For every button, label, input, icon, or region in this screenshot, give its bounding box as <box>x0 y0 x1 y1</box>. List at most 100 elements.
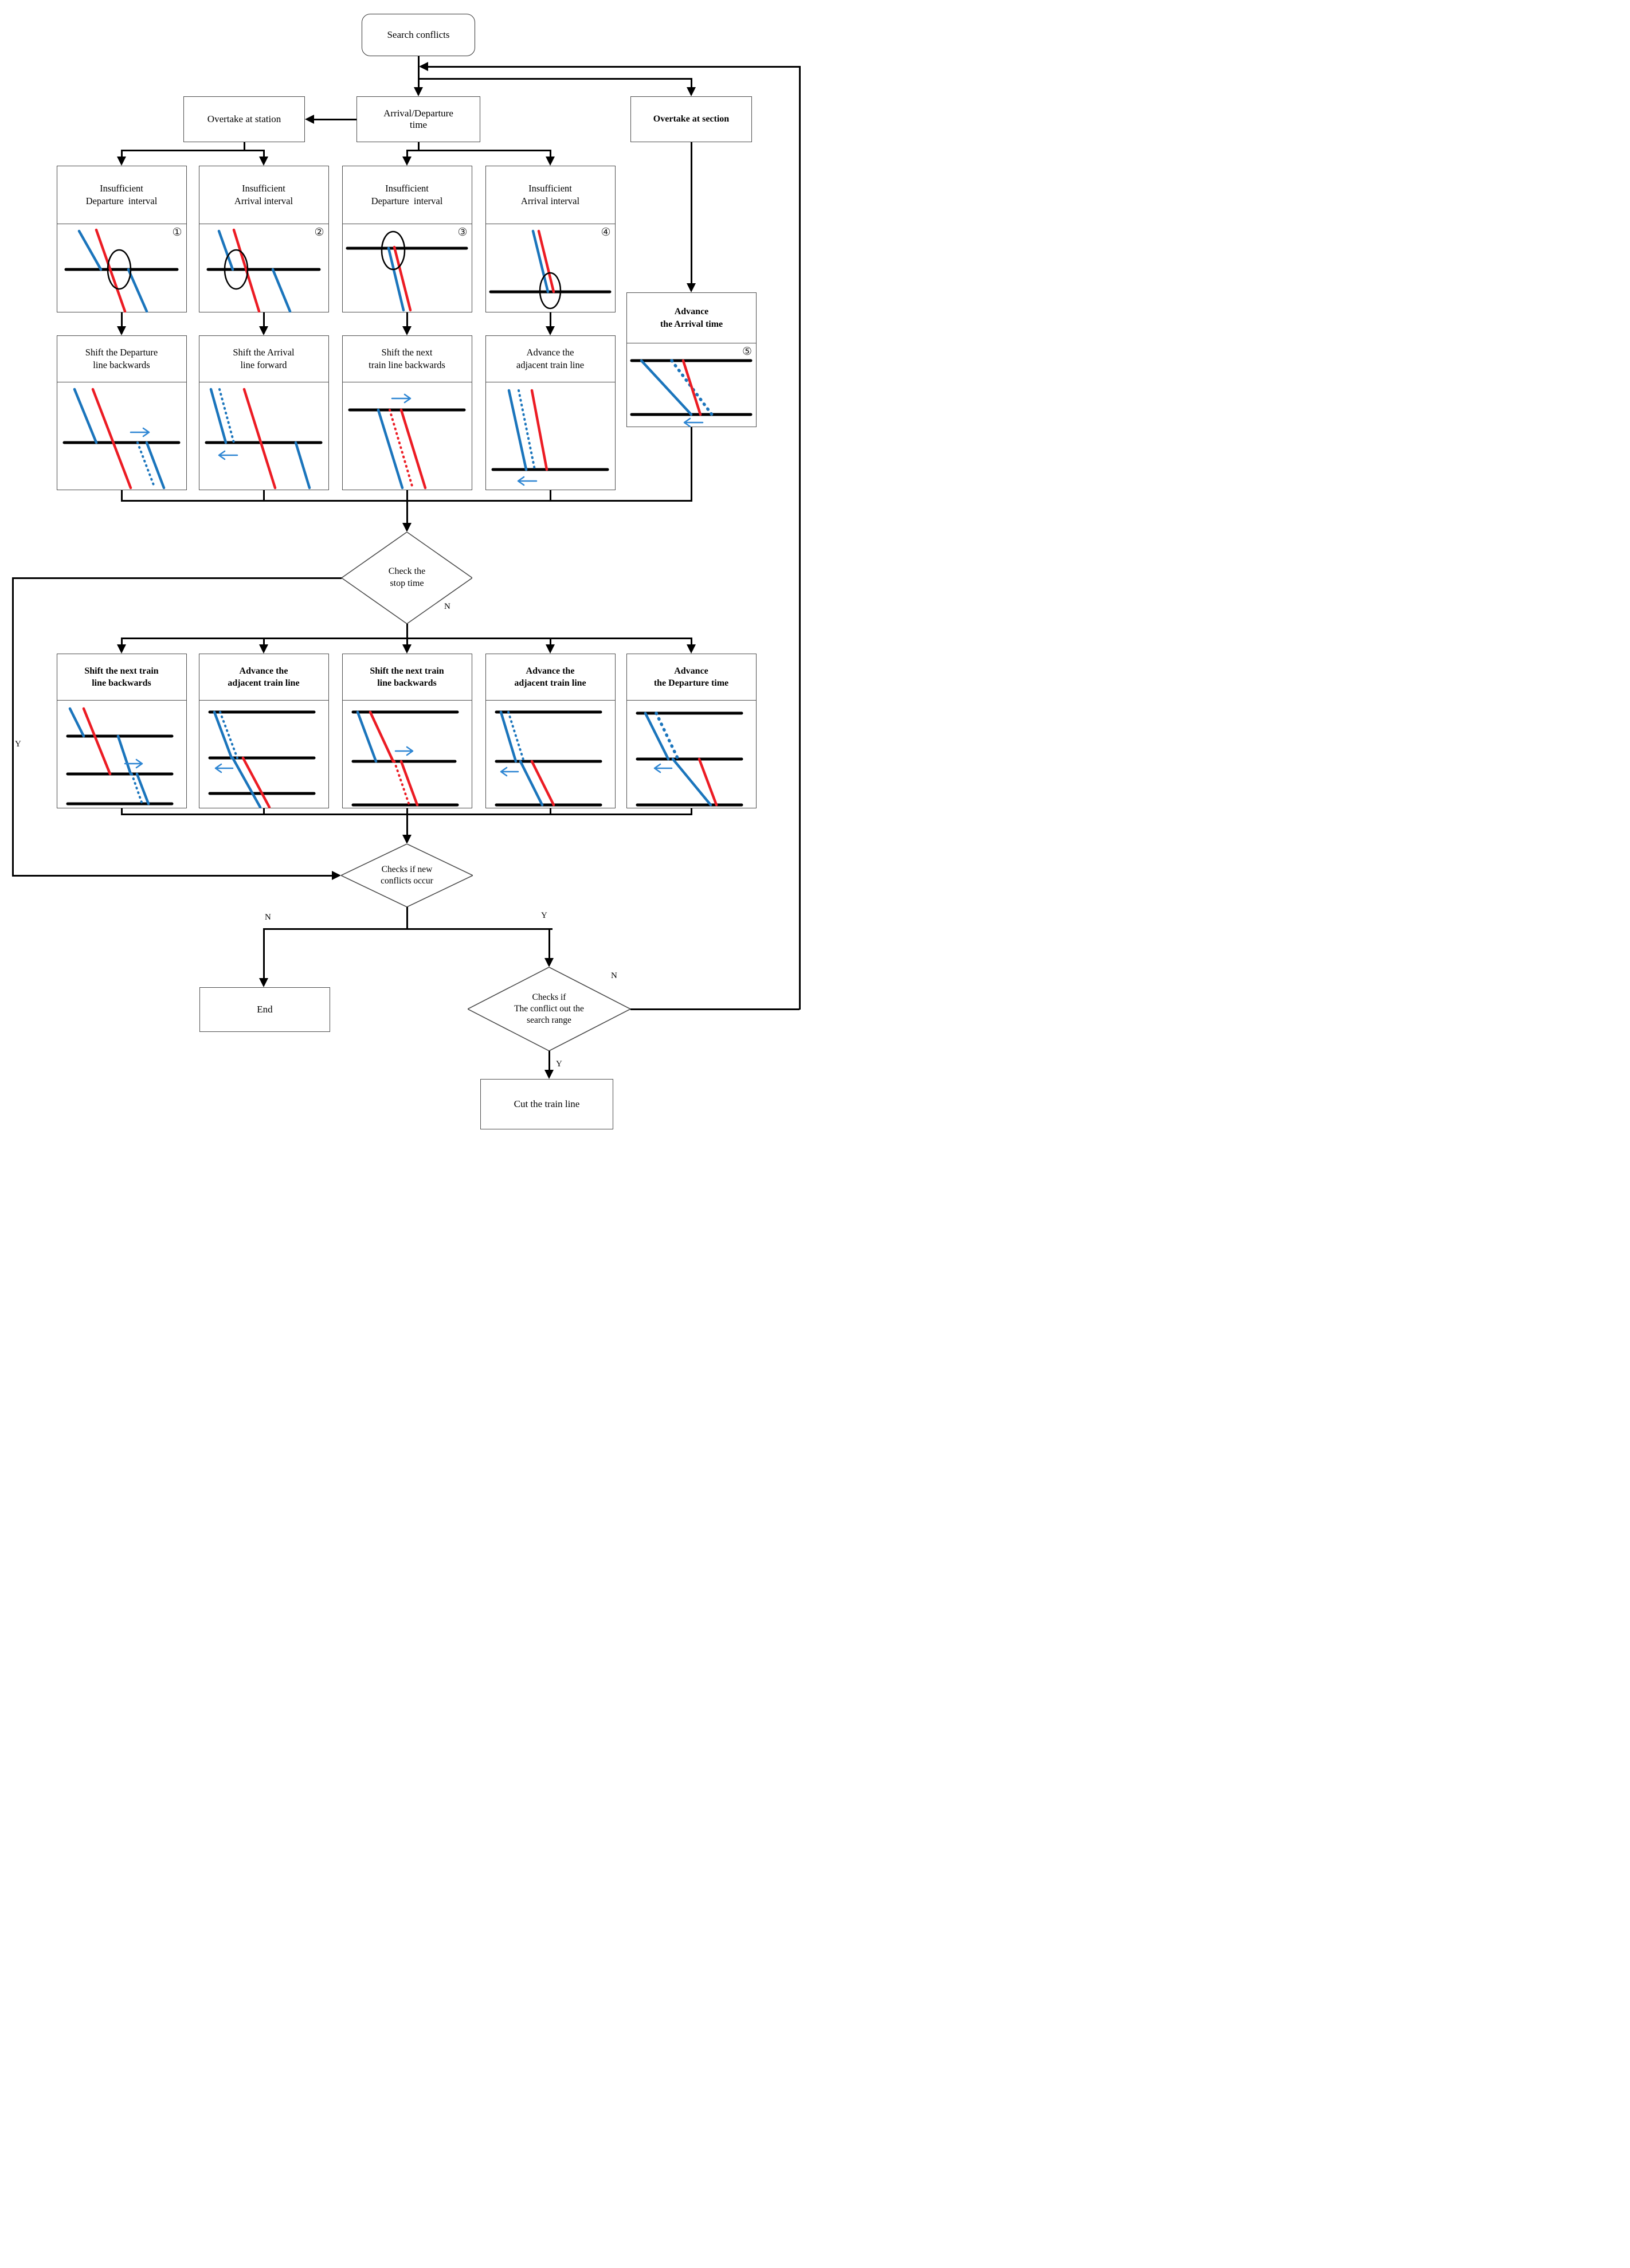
flow-arrowhead <box>259 644 268 654</box>
branch-label-y: Y <box>15 740 21 749</box>
branch-label-n: N <box>611 971 617 980</box>
branch-label-y: Y <box>556 1059 562 1069</box>
flowchart-canvas: Search conflicts Overtake at station Arr… <box>0 0 815 1134</box>
flow-line <box>798 65 801 1010</box>
train-diagram-svg <box>62 388 180 490</box>
train-diagram-svg <box>66 707 173 805</box>
train-diagram-11 <box>199 701 328 809</box>
flow-arrowhead <box>687 644 696 654</box>
flow-line <box>120 808 123 814</box>
flow-line <box>548 929 550 959</box>
node-label: Overtake at section <box>653 114 730 124</box>
flow-line <box>120 150 265 151</box>
flow-arrowhead <box>544 1070 554 1079</box>
flow-line <box>690 427 692 500</box>
decision-label: Checks if The conflict out the search ra… <box>514 992 584 1026</box>
flow-line <box>549 638 551 646</box>
flow-line <box>13 874 332 877</box>
train-diagram-10 <box>57 701 186 808</box>
node-label: Cut the train line <box>514 1098 580 1109</box>
flow-line <box>548 1051 550 1070</box>
flow-arrowhead <box>117 157 126 166</box>
node-overtake-at-section: Overtake at section <box>630 96 752 142</box>
flow-line <box>549 490 551 500</box>
circled-number: ④ <box>601 226 611 238</box>
decision-out-of-search-range: Checks if The conflict out the search ra… <box>468 967 630 1051</box>
decision-new-conflicts: Checks if new conflicts occur <box>341 844 473 907</box>
flow-arrowhead <box>402 157 412 166</box>
flow-line <box>630 1008 800 1010</box>
flow-line <box>120 490 123 500</box>
node-search-conflicts: Search conflicts <box>362 14 475 56</box>
train-diagram-4: ④ <box>486 224 615 312</box>
flow-arrowhead <box>546 644 555 654</box>
flow-line <box>549 808 551 814</box>
train-diagram-svg <box>489 229 611 310</box>
node-label: End <box>257 1004 273 1015</box>
flow-line <box>406 490 408 500</box>
decision-label: Check the stop time <box>388 566 426 588</box>
train-diagram-13 <box>486 701 615 808</box>
flow-arrowhead <box>117 326 126 335</box>
train-diagram-svg <box>205 388 322 490</box>
flow-arrowhead <box>402 835 412 844</box>
diamond-shape <box>342 532 472 624</box>
train-diagram-svg <box>64 228 178 313</box>
flow-line <box>406 150 551 151</box>
circled-number: ① <box>172 226 182 238</box>
train-diagram-3: ③ <box>343 224 472 312</box>
flow-line <box>13 577 342 579</box>
flow-line <box>406 808 408 814</box>
flow-arrowhead <box>332 871 341 880</box>
flow-line <box>262 150 265 158</box>
flow-arrowhead <box>259 326 268 335</box>
train-diagram-svg <box>348 393 465 490</box>
node-label: Overtake at station <box>207 114 281 124</box>
flow-line <box>243 142 245 151</box>
flow-line <box>417 56 420 88</box>
flow-line <box>314 118 356 120</box>
flow-line <box>120 150 123 158</box>
train-diagram-svg <box>495 710 602 807</box>
node-cut-train-line: Cut the train line <box>480 1079 613 1129</box>
decision-check-stop-time: Check the stop time <box>342 532 472 624</box>
diamond-shape <box>468 967 630 1051</box>
train-diagram-9 <box>486 382 615 490</box>
branch-label-n: N <box>265 913 271 922</box>
circled-number: ⑤ <box>742 346 752 358</box>
flow-line <box>406 500 408 523</box>
flow-line <box>120 638 123 646</box>
flow-line <box>418 77 692 80</box>
flow-arrowhead <box>687 283 696 292</box>
flow-arrowhead <box>402 326 412 335</box>
flow-line <box>549 312 551 327</box>
train-diagram-svg <box>351 710 459 807</box>
node-overtake-at-station: Overtake at station <box>183 96 305 142</box>
flow-line <box>690 142 692 284</box>
flow-arrowhead <box>259 157 268 166</box>
train-diagram-14 <box>627 701 756 808</box>
train-diagram-6 <box>57 382 186 490</box>
flow-arrowhead <box>402 523 412 532</box>
flow-arrowhead <box>546 326 555 335</box>
flow-line <box>262 312 265 327</box>
node-arrival-departure-time: Arrival/Departure time <box>356 96 480 142</box>
train-diagram-12 <box>343 701 472 808</box>
node-label: Search conflicts <box>387 29 450 40</box>
